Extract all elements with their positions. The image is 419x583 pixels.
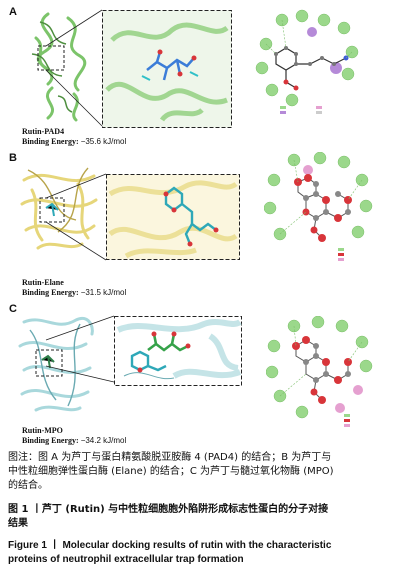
figure-title-en-line-1: Figure 1 丨 Molecular docking results of … <box>8 540 332 551</box>
binding-site-zoom-c <box>114 316 242 386</box>
protein-structure-elane <box>20 167 98 250</box>
complex-name-a: Rutin-PAD4 <box>22 127 65 136</box>
figure-note-line-1: 图注：图 A 为芦丁与蛋白精氨酸脱亚胺酶 4 (PAD4) 的结合；B 为芦丁与 <box>8 452 332 463</box>
zoom-connector-b <box>45 173 107 261</box>
figure-title-en-line-2: proteins of neutrophil extracellular tra… <box>8 554 244 565</box>
complex-name-c: Rutin-MPO <box>22 426 63 435</box>
figure-note-line-2: 中性粒细胞弹性蛋白酶 (Elane) 的结合；C 为芦丁与髓过氧化物酶 (MPO… <box>8 466 334 477</box>
figure-title-cn-line-1: 图 1 丨芦丁 (Rutin) 与中性粒细胞胞外陷阱形成标志性蛋白的分子对接 <box>8 504 329 515</box>
binding-energy-b: Binding Energy: −31.5 kJ/mol <box>22 288 127 297</box>
figure-title-en: Figure 1 丨 Molecular docking results of … <box>8 539 413 567</box>
zoom-connector-a <box>45 9 103 127</box>
binding-site-zoom-a <box>102 10 232 128</box>
panel-letter-b: B <box>9 152 17 164</box>
figure-title-cn-line-2: 结果 <box>8 518 28 529</box>
panel-letter-a: A <box>9 6 17 18</box>
figure-title-cn: 图 1 丨芦丁 (Rutin) 与中性粒细胞胞外陷阱形成标志性蛋白的分子对接 结… <box>8 503 413 531</box>
protein-structure-mpo <box>18 317 94 412</box>
complex-name-b: Rutin-Elane <box>22 278 64 287</box>
interaction-diagram-a <box>255 9 359 114</box>
zoom-connector-c <box>45 315 115 383</box>
figure-note-line-3: 的结合。 <box>8 480 48 491</box>
binding-energy-a: Binding Energy: −35.6 kJ/mol <box>22 137 127 146</box>
interaction-diagram-b <box>264 152 373 261</box>
binding-site-zoom-b <box>106 174 240 260</box>
figure-note: 图注：图 A 为芦丁与蛋白精氨酸脱亚胺酶 4 (PAD4) 的结合；B 为芦丁与… <box>8 451 413 493</box>
protein-structure-pad4 <box>31 12 87 122</box>
binding-energy-c: Binding Energy: −34.2 kJ/mol <box>22 436 127 445</box>
interaction-diagram-c <box>266 316 373 427</box>
panel-letter-c: C <box>9 303 17 315</box>
